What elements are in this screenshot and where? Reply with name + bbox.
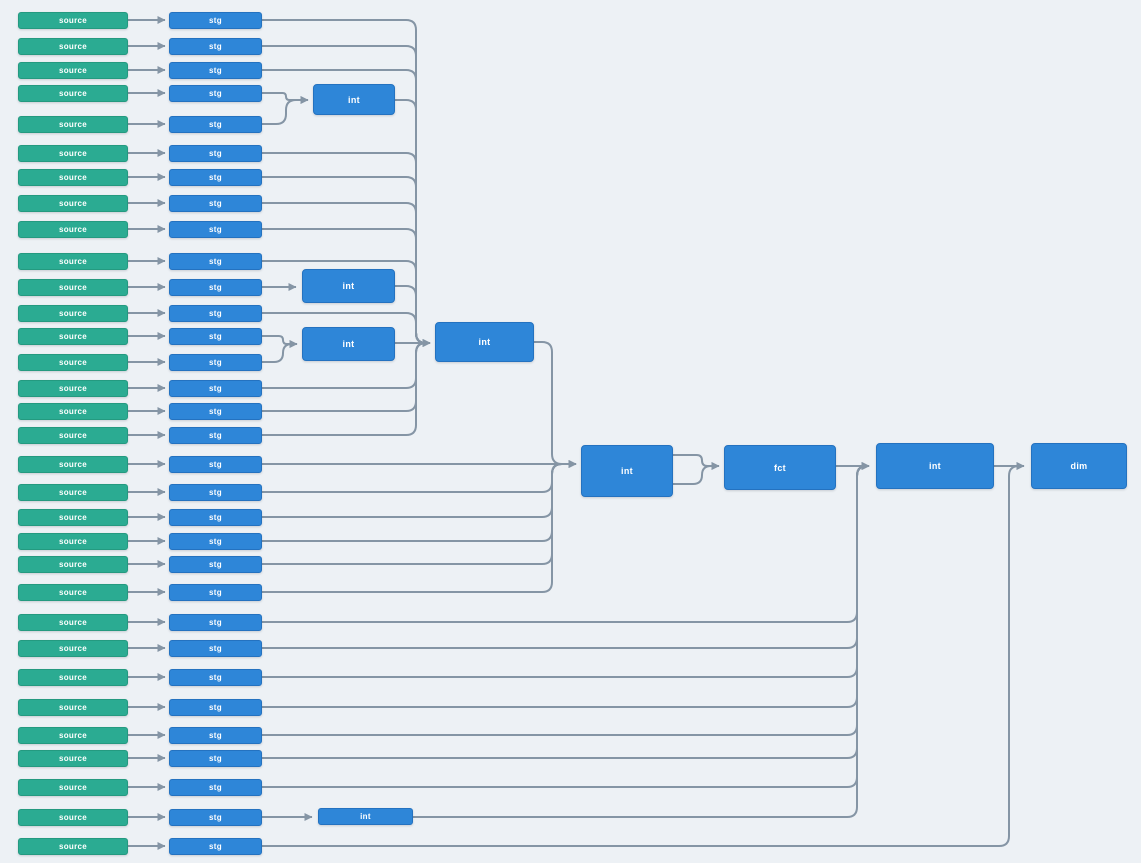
- edge-stg-28-trunk-c: [262, 462, 870, 736]
- node-stg-7[interactable]: stg: [169, 168, 262, 186]
- node-int-mid-1[interactable]: int: [302, 269, 395, 303]
- edge-stg-25-trunk-c: [262, 462, 870, 649]
- node-stg-8[interactable]: stg: [169, 194, 262, 212]
- node-source-21[interactable]: source: [18, 532, 128, 550]
- edge-stg-13-merge-c: [262, 335, 298, 348]
- edge-stg-21-trunk-b: [262, 460, 577, 542]
- edge-stg-29-trunk-c: [262, 462, 870, 759]
- node-source-26[interactable]: source: [18, 668, 128, 686]
- node-stg-14[interactable]: stg: [169, 353, 262, 371]
- node-source-9[interactable]: source: [18, 220, 128, 238]
- node-stg-5[interactable]: stg: [169, 115, 262, 133]
- node-source-29[interactable]: source: [18, 749, 128, 767]
- node-stg-23[interactable]: stg: [169, 583, 262, 601]
- edge-stg-14-merge-c: [262, 340, 298, 363]
- node-stg-15[interactable]: stg: [169, 379, 262, 397]
- node-stg-30[interactable]: stg: [169, 778, 262, 796]
- node-source-13[interactable]: source: [18, 327, 128, 345]
- node-stg-19[interactable]: stg: [169, 483, 262, 501]
- node-source-3[interactable]: source: [18, 61, 128, 79]
- node-source-23[interactable]: source: [18, 583, 128, 601]
- node-source-20[interactable]: source: [18, 508, 128, 526]
- node-source-11[interactable]: source: [18, 278, 128, 296]
- edge-stg-26-trunk-c: [262, 462, 870, 678]
- node-stg-16[interactable]: stg: [169, 402, 262, 420]
- edge-stg-27-trunk-c: [262, 462, 870, 708]
- edge-stg-20-trunk-b: [262, 460, 577, 518]
- node-stg-32[interactable]: stg: [169, 837, 262, 855]
- node-source-17[interactable]: source: [18, 426, 128, 444]
- node-source-12[interactable]: source: [18, 304, 128, 322]
- node-source-31[interactable]: source: [18, 808, 128, 826]
- node-source-1[interactable]: source: [18, 11, 128, 29]
- edge-stg-23-trunk-b: [262, 460, 577, 593]
- node-stg-13[interactable]: stg: [169, 327, 262, 345]
- node-stg-27[interactable]: stg: [169, 698, 262, 716]
- node-stg-28[interactable]: stg: [169, 726, 262, 744]
- node-fct[interactable]: fct: [724, 445, 836, 490]
- edge-int-bottom-out: [413, 462, 870, 818]
- node-source-15[interactable]: source: [18, 379, 128, 397]
- node-stg-20[interactable]: stg: [169, 508, 262, 526]
- node-source-6[interactable]: source: [18, 144, 128, 162]
- node-int-top[interactable]: int: [313, 84, 395, 115]
- edge-stg-6-trunk-a: [262, 152, 431, 347]
- node-stg-10[interactable]: stg: [169, 252, 262, 270]
- edge-int-main-out-1: [673, 454, 720, 470]
- edge-int-hub-out: [534, 341, 577, 468]
- node-stg-1[interactable]: stg: [169, 11, 262, 29]
- edge-stg-30-trunk-c: [262, 462, 870, 788]
- node-stg-24[interactable]: stg: [169, 613, 262, 631]
- node-source-19[interactable]: source: [18, 483, 128, 501]
- node-source-32[interactable]: source: [18, 837, 128, 855]
- edge-int-main-out-2: [673, 462, 720, 485]
- node-source-16[interactable]: source: [18, 402, 128, 420]
- node-stg-6[interactable]: stg: [169, 144, 262, 162]
- node-stg-17[interactable]: stg: [169, 426, 262, 444]
- node-dim[interactable]: dim: [1031, 443, 1127, 489]
- node-stg-2[interactable]: stg: [169, 37, 262, 55]
- node-stg-11[interactable]: stg: [169, 278, 262, 296]
- node-source-2[interactable]: source: [18, 37, 128, 55]
- node-stg-26[interactable]: stg: [169, 668, 262, 686]
- node-source-7[interactable]: source: [18, 168, 128, 186]
- edge-stg-19-trunk-b: [262, 460, 577, 493]
- node-source-27[interactable]: source: [18, 698, 128, 716]
- node-source-8[interactable]: source: [18, 194, 128, 212]
- edge-int-top-out: [395, 99, 431, 347]
- node-source-28[interactable]: source: [18, 726, 128, 744]
- node-int-main[interactable]: int: [581, 445, 673, 497]
- node-stg-29[interactable]: stg: [169, 749, 262, 767]
- node-int-right[interactable]: int: [876, 443, 994, 489]
- node-source-10[interactable]: source: [18, 252, 128, 270]
- node-source-4[interactable]: source: [18, 84, 128, 102]
- node-source-30[interactable]: source: [18, 778, 128, 796]
- node-stg-3[interactable]: stg: [169, 61, 262, 79]
- node-stg-9[interactable]: stg: [169, 220, 262, 238]
- node-int-hub[interactable]: int: [435, 322, 534, 362]
- node-source-14[interactable]: source: [18, 353, 128, 371]
- node-stg-21[interactable]: stg: [169, 532, 262, 550]
- edge-stg-22-trunk-b: [262, 460, 577, 565]
- node-stg-22[interactable]: stg: [169, 555, 262, 573]
- node-source-24[interactable]: source: [18, 613, 128, 631]
- node-source-22[interactable]: source: [18, 555, 128, 573]
- node-stg-31[interactable]: stg: [169, 808, 262, 826]
- node-stg-18[interactable]: stg: [169, 455, 262, 473]
- node-source-25[interactable]: source: [18, 639, 128, 657]
- node-int-bottom[interactable]: int: [318, 808, 413, 825]
- edge-stg-4-merge-a: [262, 92, 309, 104]
- node-source-18[interactable]: source: [18, 455, 128, 473]
- node-source-5[interactable]: source: [18, 115, 128, 133]
- node-stg-12[interactable]: stg: [169, 304, 262, 322]
- edge-stg-5-merge-a: [262, 96, 309, 125]
- node-stg-4[interactable]: stg: [169, 84, 262, 102]
- node-int-mid-2[interactable]: int: [302, 327, 395, 361]
- node-stg-25[interactable]: stg: [169, 639, 262, 657]
- edge-stg-32-trunk-d: [262, 462, 1025, 847]
